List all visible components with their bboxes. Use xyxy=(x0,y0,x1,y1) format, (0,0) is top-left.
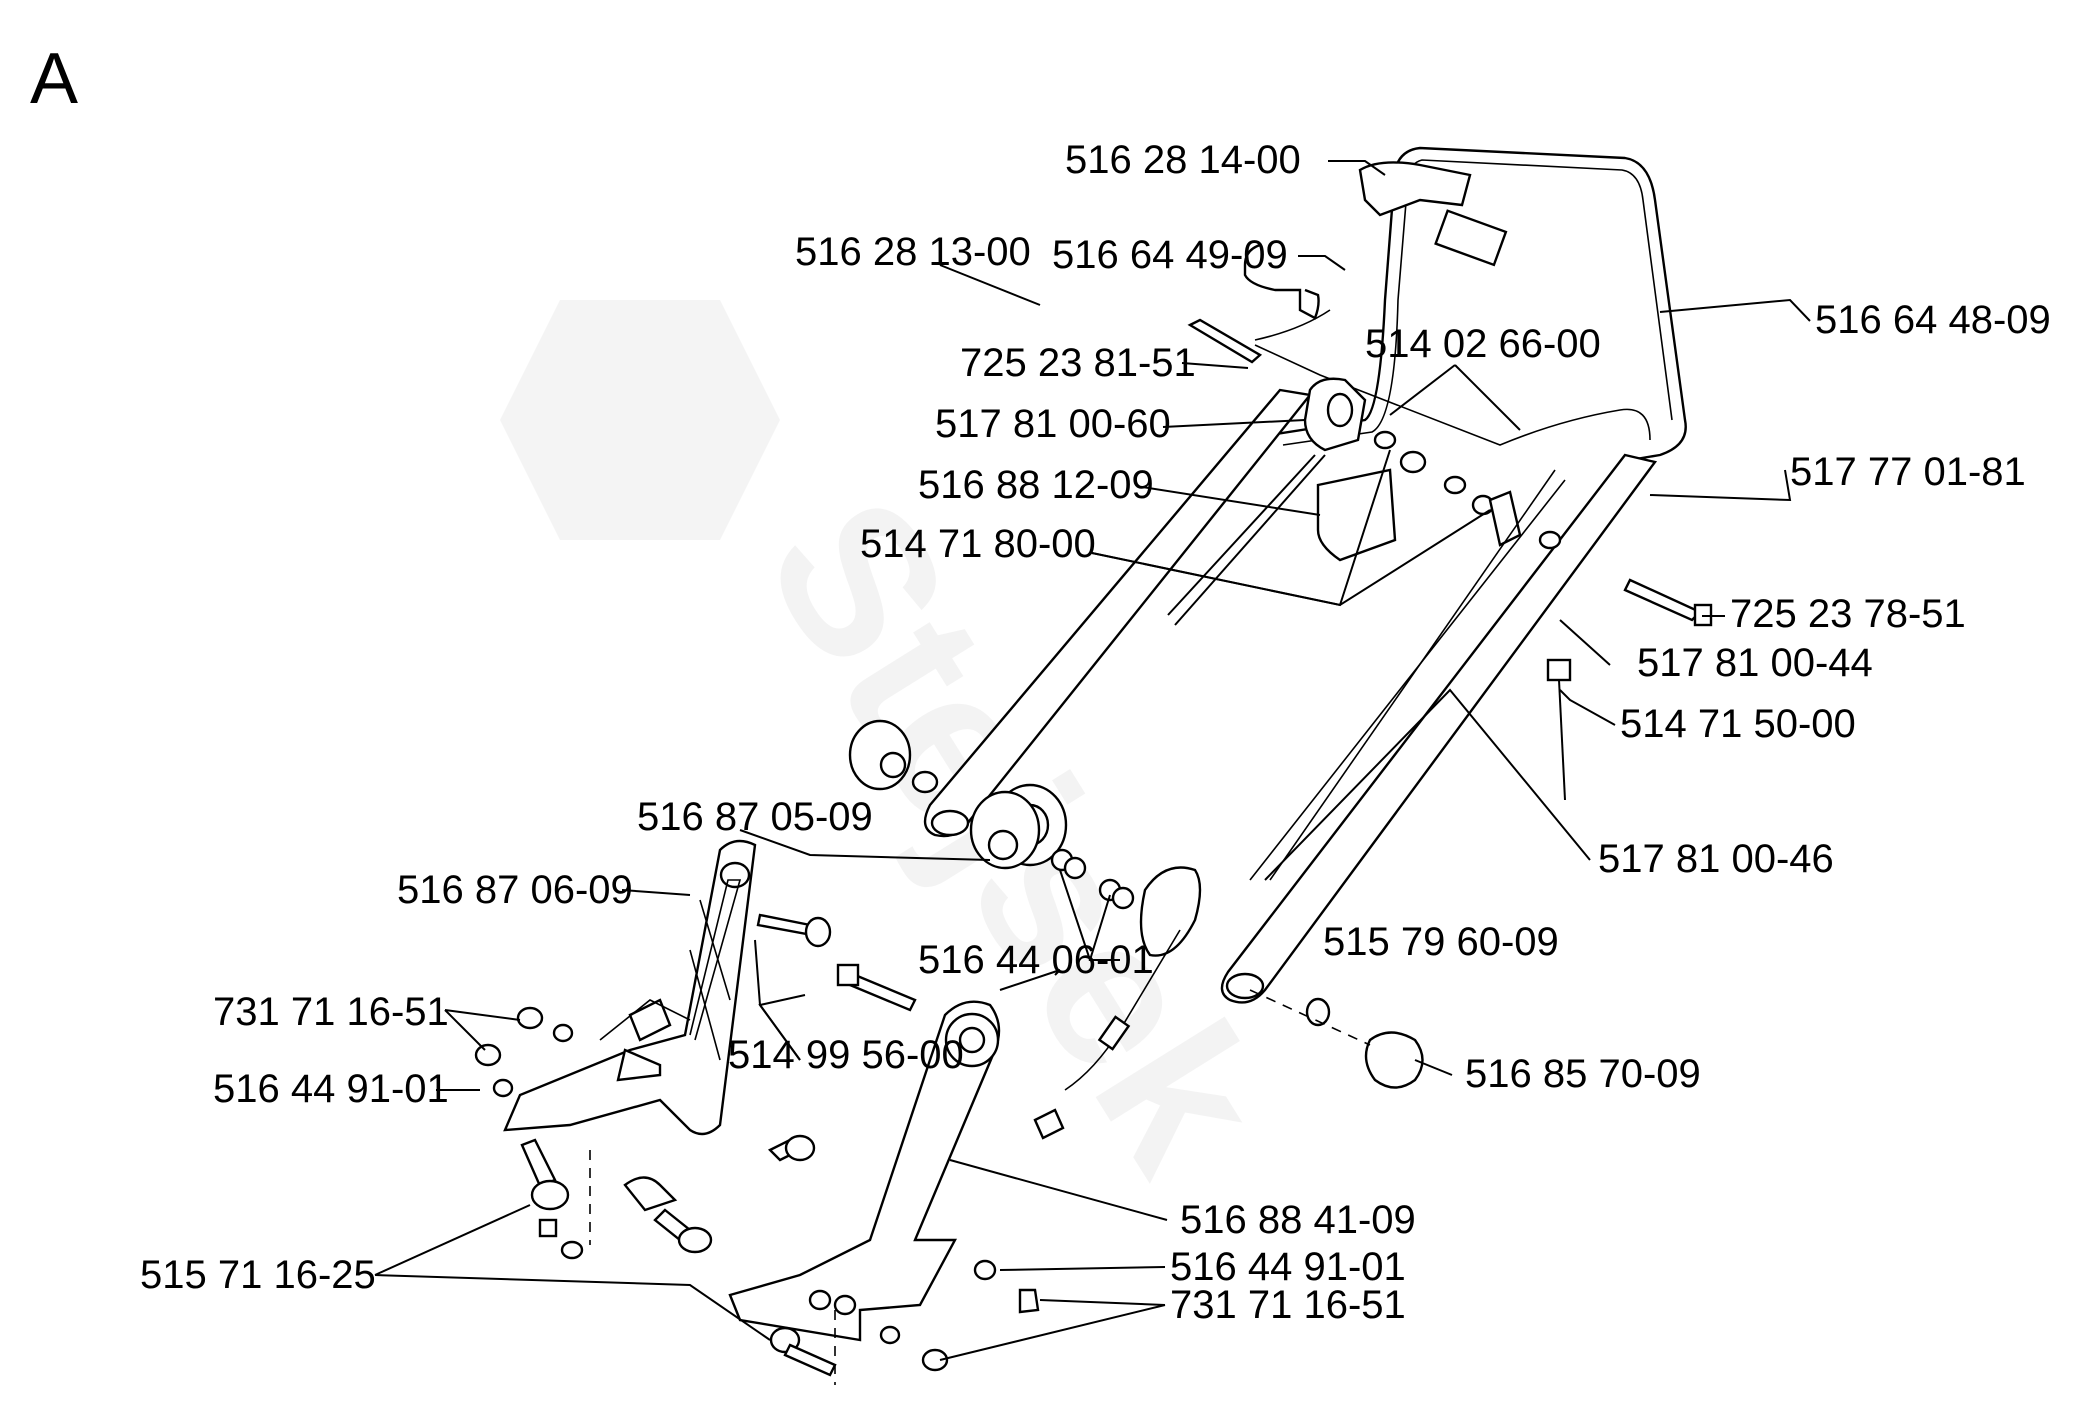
label-517-77-01-81: 517 77 01-81 xyxy=(1790,450,2026,494)
label-514-99-56-00: 514 99 56-00 xyxy=(728,1033,964,1077)
left-bracket xyxy=(503,839,757,1136)
label-516-87-05-09: 516 87 05-09 xyxy=(637,795,873,839)
bottom-hardware xyxy=(474,913,1040,1385)
label-517-81-00-46: 517 81 00-46 xyxy=(1598,837,1834,881)
label-514-71-80-00: 514 71 80-00 xyxy=(860,522,1096,566)
label-731-71-16-51-left: 731 71 16-51 xyxy=(213,990,449,1034)
part-labels: 516 28 14-00 516 28 13-00 516 64 49-09 5… xyxy=(140,138,2051,1327)
section-letter: A xyxy=(30,39,78,119)
label-517-81-00-60: 517 81 00-60 xyxy=(935,402,1171,446)
label-514-02-66-00: 514 02 66-00 xyxy=(1365,322,1601,366)
label-516-88-41-09: 516 88 41-09 xyxy=(1180,1198,1416,1242)
lower-handle xyxy=(923,388,1658,1004)
label-516-64-49-09: 516 64 49-09 xyxy=(1052,233,1288,277)
label-516-64-48-09: 516 64 48-09 xyxy=(1815,298,2051,342)
label-516-44-91-01-left: 516 44 91-01 xyxy=(213,1067,449,1111)
label-517-81-00-44: 517 81 00-44 xyxy=(1637,641,1873,685)
small-hardware xyxy=(1187,318,1713,881)
label-516-88-12-09: 516 88 12-09 xyxy=(918,463,1154,507)
label-516-44-91-01-right: 516 44 91-01 xyxy=(1170,1245,1406,1289)
pivot-assembly xyxy=(969,790,1041,870)
label-516-87-06-09: 516 87 06-09 xyxy=(397,868,633,912)
cable-end xyxy=(1033,929,1181,1140)
label-516-44-06-01: 516 44 06-01 xyxy=(918,938,1154,982)
label-516-28-13-00: 516 28 13-00 xyxy=(795,230,1031,274)
label-516-85-70-09: 516 85 70-09 xyxy=(1465,1052,1701,1096)
label-731-71-16-51-right: 731 71 16-51 xyxy=(1170,1283,1406,1327)
label-725-23-78-51: 725 23 78-51 xyxy=(1730,592,1966,636)
right-bracket xyxy=(728,1000,1001,1342)
label-515-79-60-09: 515 79 60-09 xyxy=(1323,920,1559,964)
label-514-71-50-00: 514 71 50-00 xyxy=(1620,702,1856,746)
label-516-28-14-00: 516 28 14-00 xyxy=(1065,138,1301,182)
leader-lines xyxy=(374,160,1811,1361)
upper-handle xyxy=(1243,146,1687,462)
label-515-71-16-25: 515 71 16-25 xyxy=(140,1253,376,1297)
label-725-23-81-51: 725 23 81-51 xyxy=(960,341,1196,385)
